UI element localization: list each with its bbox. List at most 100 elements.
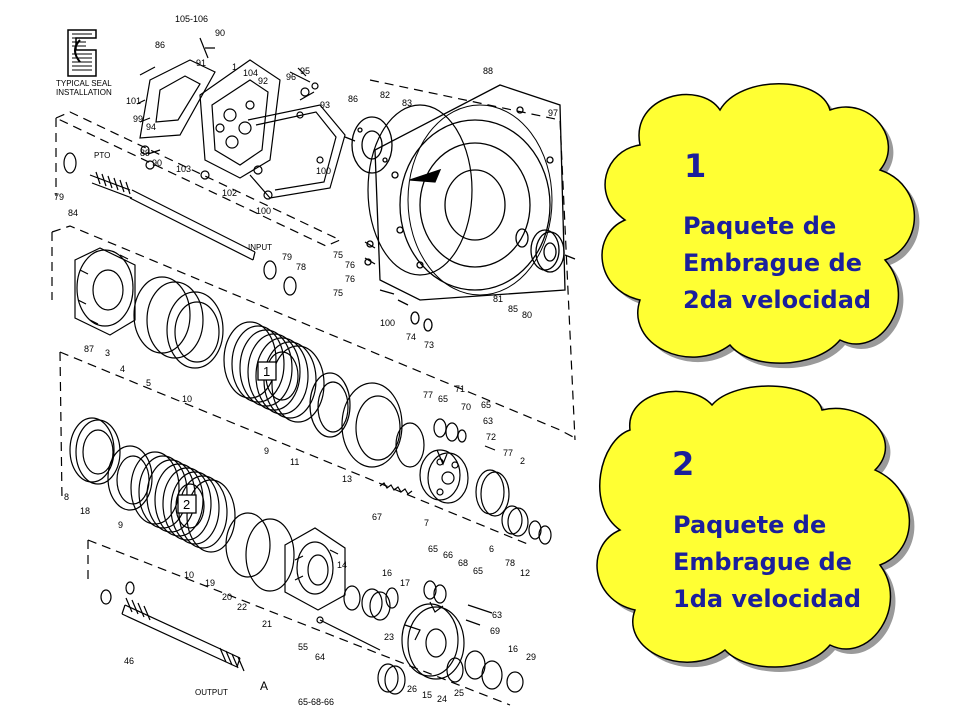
part-number-label: 86 bbox=[155, 40, 165, 50]
cover-assembly bbox=[136, 37, 346, 200]
callout-cloud-1: 1 Paquete de Embrague de 2da velocidad bbox=[601, 83, 920, 369]
cloud-shape bbox=[601, 83, 916, 364]
part-number-label: 67 bbox=[372, 512, 382, 522]
output-shaft bbox=[100, 581, 245, 672]
part-number-label: 82 bbox=[380, 90, 390, 100]
callout-2-line-2: Embrague de bbox=[673, 548, 852, 576]
part-number-label: 10 bbox=[182, 394, 192, 404]
part-number-label: 5 bbox=[146, 378, 151, 388]
part-number-label: 105-106 bbox=[175, 14, 208, 24]
part-number-label: 22 bbox=[237, 602, 247, 612]
part-number-label: 99 bbox=[133, 114, 143, 124]
part-number-label: 70 bbox=[461, 402, 471, 412]
logo-text-2: INSTALLATION bbox=[56, 88, 112, 97]
part-number-label: 66 bbox=[443, 550, 453, 560]
part-number-label: 88 bbox=[483, 66, 493, 76]
box-label-2: 2 bbox=[177, 494, 197, 514]
pto-shaft bbox=[63, 152, 297, 296]
part-number-label: 89 bbox=[140, 148, 150, 158]
part-number-label: 24 bbox=[437, 694, 447, 704]
part-number-label: 4 bbox=[120, 364, 125, 374]
part-number-label: 87 bbox=[84, 344, 94, 354]
housing bbox=[344, 84, 576, 332]
part-number-label: 103 bbox=[176, 164, 191, 174]
part-number-label: 65-68-66 bbox=[298, 697, 334, 707]
svg-text:1: 1 bbox=[263, 364, 270, 379]
part-number-label: 15 bbox=[422, 690, 432, 700]
part-number-label: 100 bbox=[256, 206, 271, 216]
part-number-label: 78 bbox=[505, 558, 515, 568]
part-number-label: 93 bbox=[320, 100, 330, 110]
part-number-label: 9 bbox=[118, 520, 123, 530]
part-number-label: 95 bbox=[300, 66, 310, 76]
part-number-label: 76 bbox=[345, 260, 355, 270]
part-number-label: 101 bbox=[126, 96, 141, 106]
part-number-label: 20 bbox=[222, 592, 232, 602]
part-number-label: 71 bbox=[455, 384, 465, 394]
part-number-label: 68 bbox=[458, 558, 468, 568]
part-number-label: 16 bbox=[382, 568, 392, 578]
part-number-label: 84 bbox=[68, 208, 78, 218]
part-number-label: 25 bbox=[454, 688, 464, 698]
part-number-label: 90 bbox=[215, 28, 225, 38]
part-number-label: 86 bbox=[348, 94, 358, 104]
part-number-label: 21 bbox=[262, 619, 272, 629]
part-number-label: 12 bbox=[520, 568, 530, 578]
callout-2-number: 2 bbox=[672, 445, 694, 483]
caption-output: OUTPUT bbox=[195, 688, 228, 697]
part-number-label: 65 bbox=[481, 400, 491, 410]
callout-1-number: 1 bbox=[684, 147, 706, 185]
cloud-shape bbox=[596, 385, 911, 668]
callout-1-line-1: Paquete de bbox=[683, 212, 836, 240]
part-number-label: 3 bbox=[105, 348, 110, 358]
part-number-label: 2 bbox=[520, 456, 525, 466]
part-number-label: 11 bbox=[290, 457, 299, 467]
part-number-label: 100 bbox=[380, 318, 395, 328]
part-number-label: 72 bbox=[486, 432, 496, 442]
part-number-label: 80 bbox=[522, 310, 532, 320]
part-number-label: 100 bbox=[316, 166, 331, 176]
part-number-label: 65 bbox=[473, 566, 483, 576]
part-number-label: 23 bbox=[384, 632, 394, 642]
clutch-pack-1 bbox=[74, 247, 552, 545]
part-number-label: 63 bbox=[492, 610, 502, 620]
part-number-label: 7 bbox=[424, 518, 429, 528]
part-number-label: 19 bbox=[205, 578, 215, 588]
part-number-label: 55 bbox=[298, 642, 308, 652]
part-number-label: 46 bbox=[124, 656, 134, 666]
part-number-label: 75 bbox=[333, 250, 343, 260]
part-number-label: 76 bbox=[345, 274, 355, 284]
part-number-label: 65 bbox=[428, 544, 438, 554]
part-number-label: 1 bbox=[232, 62, 237, 72]
part-number-label: 8 bbox=[64, 492, 69, 502]
callout-2-line-3: 1da velocidad bbox=[673, 585, 861, 613]
part-number-label: 102 bbox=[222, 188, 237, 198]
part-number-label: 94 bbox=[146, 122, 156, 132]
part-number-label: 83 bbox=[402, 98, 412, 108]
part-number-label: 77 bbox=[503, 448, 513, 458]
part-number-label: 29 bbox=[526, 652, 536, 662]
clutch-pack-2 bbox=[69, 417, 524, 695]
part-number-label: 97 bbox=[548, 108, 558, 118]
part-number-label: 104 bbox=[243, 68, 258, 78]
part-number-label: 79 bbox=[282, 252, 292, 262]
part-number-label: 79 bbox=[54, 192, 64, 202]
part-number-label: 69 bbox=[490, 626, 500, 636]
box-label-1: 1 bbox=[257, 361, 277, 381]
caption-pto: PTO bbox=[94, 151, 110, 160]
part-number-label: 91 bbox=[196, 58, 206, 68]
part-number-label: 18 bbox=[80, 506, 90, 516]
part-number-label: 85 bbox=[508, 304, 518, 314]
part-number-label: 73 bbox=[424, 340, 434, 350]
part-number-label: 81 bbox=[493, 294, 503, 304]
part-number-label: 75 bbox=[333, 288, 343, 298]
part-number-label: 96 bbox=[286, 72, 296, 82]
section-frames bbox=[51, 79, 576, 706]
part-number-label: 63 bbox=[483, 416, 493, 426]
part-number-label: 90 bbox=[152, 158, 162, 168]
part-number-label: 16 bbox=[508, 644, 518, 654]
part-number-label: 9 bbox=[264, 446, 269, 456]
logo-text-1: TYPICAL SEAL bbox=[56, 79, 112, 88]
part-number-label: 26 bbox=[407, 684, 417, 694]
